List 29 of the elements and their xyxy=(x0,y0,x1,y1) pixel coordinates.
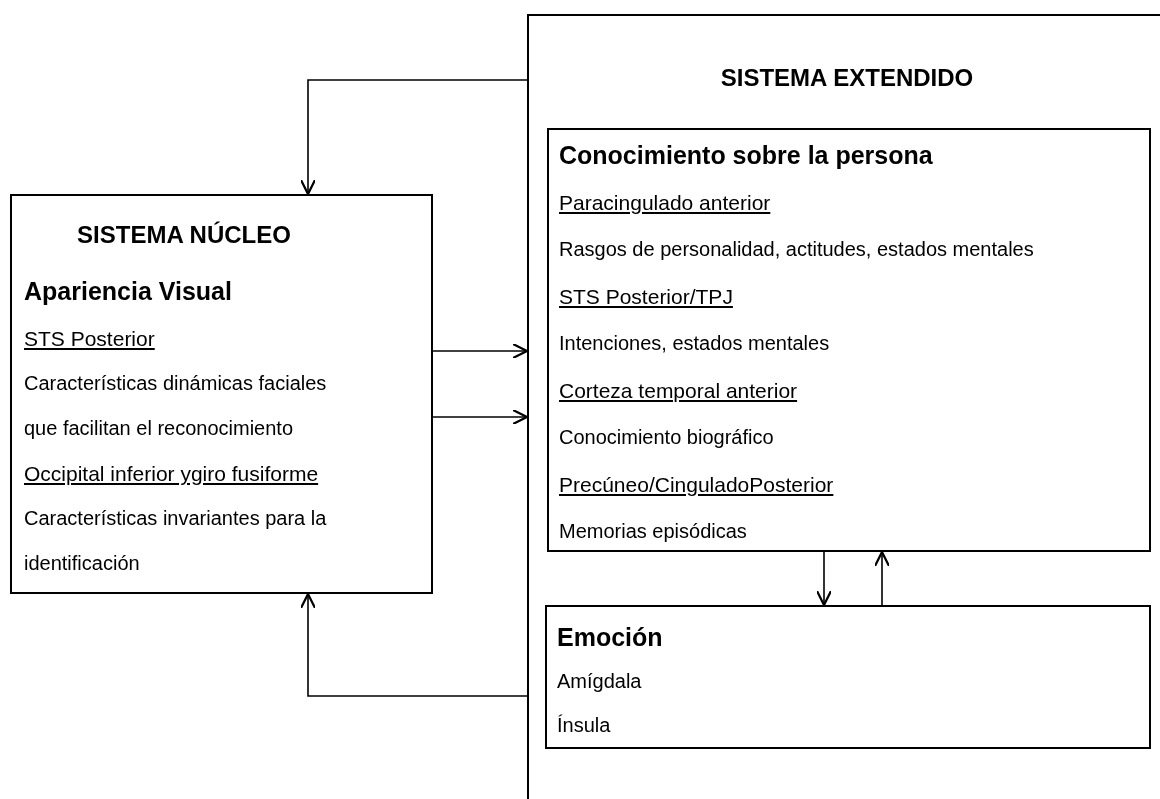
arrow xyxy=(299,592,528,697)
box-heading: Conocimiento sobre la persona xyxy=(559,140,934,171)
arrow xyxy=(299,79,528,196)
section-title: SISTEMA EXTENDIDO xyxy=(719,64,975,92)
region-name: Occipital inferior ygiro fusiforme xyxy=(24,461,320,487)
region-name: Precúneo/CinguladoPosterior xyxy=(559,472,835,498)
region-name: STS Posterior xyxy=(24,326,156,352)
function-description: Memorias episódicas xyxy=(559,519,748,544)
emotion-box xyxy=(545,605,1151,749)
box-heading: Apariencia Visual xyxy=(24,276,233,307)
region-name: Corteza temporal anterior xyxy=(559,378,799,404)
region-name: Paracingulado anterior xyxy=(559,190,772,216)
core-system-box xyxy=(10,194,433,594)
region-name: Ínsula xyxy=(557,713,612,738)
arrow xyxy=(873,550,891,606)
function-description: Rasgos de personalidad, actitudes, estados mentales xyxy=(559,237,1035,262)
arrow xyxy=(432,408,529,426)
system-panel xyxy=(527,14,1160,799)
region-name: Amígdala xyxy=(557,669,643,694)
function-description: Intenciones, estados mentales xyxy=(559,331,831,356)
arrow xyxy=(815,551,833,607)
function-description: Características dinámicas faciales que facilitan el reconocimiento xyxy=(24,371,328,441)
knowledge-box xyxy=(547,128,1151,552)
region-name: STS Posterior/TPJ xyxy=(559,284,734,310)
function-description: Conocimiento biográfico xyxy=(559,425,775,450)
function-description: Características invariantes para la identificación xyxy=(24,506,328,576)
box-heading: Emoción xyxy=(557,622,664,653)
arrow xyxy=(432,342,529,360)
section-title: SISTEMA NÚCLEO xyxy=(76,220,292,250)
